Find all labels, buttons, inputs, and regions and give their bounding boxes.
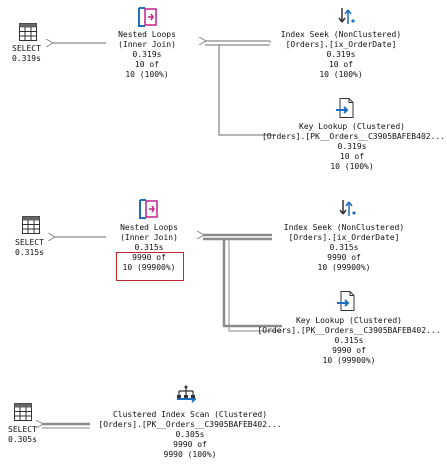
select-table-icon[interactable] xyxy=(18,22,38,44)
clustered-index-scan-icon[interactable] xyxy=(176,385,197,407)
node-actual-rows: 9990 of xyxy=(332,346,366,355)
node-actual-rows: 9990 of xyxy=(327,253,361,262)
node-time: 0.315s xyxy=(334,336,364,345)
clustered-index-scan-node[interactable]: Clustered Index Scan (Clustered) [Orders… xyxy=(92,410,288,460)
index-seek-icon[interactable] xyxy=(339,198,357,220)
node-time: 0.319s xyxy=(132,50,162,59)
node-time: 0.315s xyxy=(134,243,164,252)
node-time: 0.315s xyxy=(15,248,44,257)
key-lookup-icon[interactable] xyxy=(336,290,356,314)
index-seek-node[interactable]: Index Seek (NonClustered) [Orders].[ix_O… xyxy=(266,30,416,80)
node-actual-rows: 10 of xyxy=(328,60,354,69)
node-time: 0.319s xyxy=(12,54,41,63)
nested-loops-icon[interactable] xyxy=(136,6,158,30)
node-subtitle: (Inner Join) xyxy=(118,40,176,49)
nested-loops-node[interactable]: Nested Loops (Inner Join) 0.315s 9990 of… xyxy=(104,223,194,273)
select-node[interactable]: SELECT 0.315s xyxy=(15,238,44,258)
node-title: Clustered Index Scan (Clustered) xyxy=(112,410,268,419)
key-lookup-icon[interactable] xyxy=(335,97,355,121)
node-estimated-rows: 10 (99900%) xyxy=(122,263,176,272)
node-title: Index Seek (NonClustered) xyxy=(280,30,402,39)
node-estimated-rows: 9990 (100%) xyxy=(163,450,217,459)
key-lookup-node[interactable]: Key Lookup (Clustered) [Orders].[PK__Ord… xyxy=(256,316,442,366)
select-node[interactable]: SELECT 0.305s xyxy=(8,425,37,445)
select-table-icon[interactable] xyxy=(13,402,33,424)
node-title: Key Lookup (Clustered) xyxy=(299,122,405,131)
key-lookup-node[interactable]: Key Lookup (Clustered) [Orders].[PK__Ord… xyxy=(262,122,446,172)
node-object: [Orders].[ix_OrderDate] xyxy=(285,40,397,49)
nested-loops-node[interactable]: Nested Loops (Inner Join) 0.319s 10 of 1… xyxy=(102,30,192,80)
select-table-icon[interactable] xyxy=(21,215,41,237)
node-actual-rows: 9990 of xyxy=(173,440,207,449)
node-title: Nested Loops xyxy=(120,223,178,232)
node-title: Key Lookup (Clustered) xyxy=(296,316,402,325)
node-estimated-rows: 10 (99900%) xyxy=(317,263,371,272)
node-actual-rows: 10 of xyxy=(134,60,160,69)
node-object: [Orders].[PK__Orders__C3905BAFEB402... xyxy=(262,132,446,141)
node-title: SELECT xyxy=(8,425,37,434)
node-title: Index Seek (NonClustered) xyxy=(283,223,405,232)
node-estimated-rows: 10 (100%) xyxy=(330,162,374,171)
node-object: [Orders].[ix_OrderDate] xyxy=(288,233,400,242)
node-time: 0.315s xyxy=(329,243,359,252)
node-actual-rows: 9990 of xyxy=(132,253,166,262)
node-title: Nested Loops xyxy=(118,30,176,39)
select-node[interactable]: SELECT 0.319s xyxy=(12,44,41,64)
nested-loops-icon[interactable] xyxy=(137,198,159,222)
node-time: 0.319s xyxy=(337,142,367,151)
index-seek-node[interactable]: Index Seek (NonClustered) [Orders].[ix_O… xyxy=(269,223,419,273)
node-estimated-rows: 10 (100%) xyxy=(319,70,363,79)
node-estimated-rows: 10 (100%) xyxy=(125,70,169,79)
node-title: SELECT xyxy=(15,238,44,247)
node-time: 0.319s xyxy=(326,50,356,59)
node-time: 0.305s xyxy=(8,435,37,444)
node-subtitle: (Inner Join) xyxy=(120,233,178,242)
node-time: 0.305s xyxy=(175,430,205,439)
node-object: [Orders].[PK__Orders__C3905BAFEB402... xyxy=(257,326,441,335)
plan2-arrows xyxy=(54,235,282,332)
node-actual-rows: 10 of xyxy=(339,152,365,161)
row-estimate-highlight xyxy=(116,252,184,281)
node-object: [Orders].[PK__Orders__C3905BAFEB402... xyxy=(98,420,282,429)
node-title: SELECT xyxy=(12,44,41,53)
index-seek-icon[interactable] xyxy=(338,6,356,28)
plan1-arrows xyxy=(52,41,276,136)
node-estimated-rows: 10 (99900%) xyxy=(322,356,376,365)
plan3-arrows xyxy=(42,424,90,429)
